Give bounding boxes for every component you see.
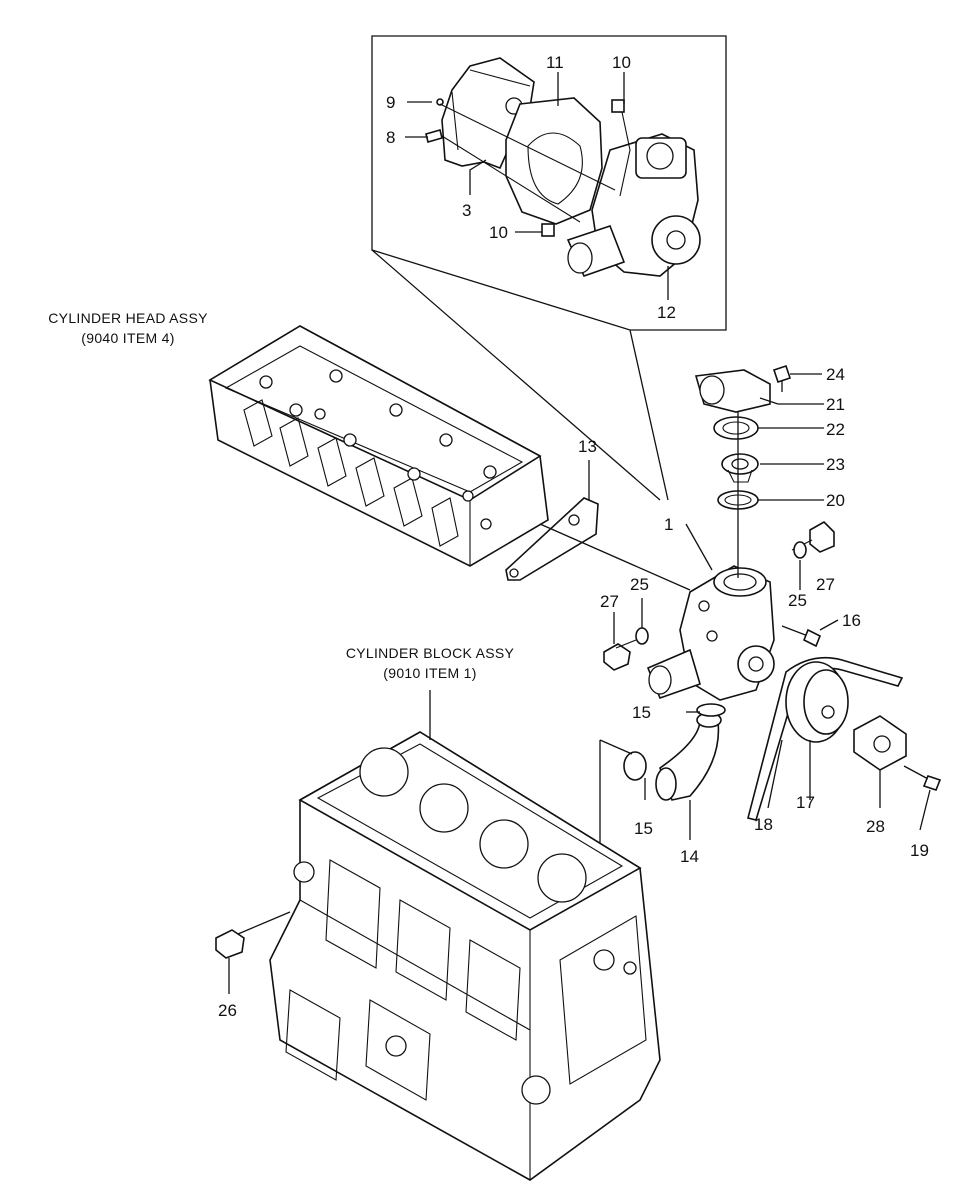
callout-3: 3 bbox=[462, 201, 471, 220]
callout-26: 26 bbox=[218, 1001, 237, 1020]
callout-22: 22 bbox=[826, 420, 845, 439]
callout-13: 13 bbox=[578, 437, 597, 456]
callout-11: 11 bbox=[546, 53, 564, 72]
callout-20: 20 bbox=[826, 491, 845, 510]
fan-pulley-part bbox=[785, 661, 849, 743]
cylinder-head-title: CYLINDER HEAD ASSY bbox=[48, 310, 208, 326]
thermostat-part bbox=[721, 453, 759, 483]
callout-24: 24 bbox=[826, 365, 845, 384]
cylinder-head-part bbox=[208, 325, 549, 567]
callout-23: 23 bbox=[826, 455, 845, 474]
callout-25-right: 25 bbox=[788, 591, 807, 610]
callout-28: 28 bbox=[866, 817, 885, 836]
water-hose-part bbox=[655, 712, 722, 801]
callout-1: 1 bbox=[664, 515, 673, 534]
callout-17: 17 bbox=[796, 793, 815, 812]
spacer-part bbox=[853, 715, 907, 771]
callout-14: 14 bbox=[680, 847, 699, 866]
cylinder-block-part bbox=[269, 731, 661, 1181]
callout-8: 8 bbox=[386, 128, 395, 147]
callout-12: 12 bbox=[657, 303, 676, 322]
cylinder-block-title: CYLINDER BLOCK ASSY bbox=[346, 645, 515, 661]
nut-10-upper-part bbox=[611, 99, 625, 113]
o-ring-15-upper-part bbox=[696, 703, 726, 717]
thermostat-cover-part bbox=[694, 369, 771, 413]
callout-15-upper: 15 bbox=[632, 703, 651, 722]
bolt-16-part bbox=[781, 625, 822, 648]
callout-10-upper: 10 bbox=[612, 53, 631, 72]
callout-21: 21 bbox=[826, 395, 845, 414]
bolt-19-part bbox=[903, 765, 942, 791]
cover-gasket-part bbox=[713, 416, 759, 440]
callout-18: 18 bbox=[754, 815, 773, 834]
callout-25-left: 25 bbox=[630, 575, 649, 594]
callout-27-left: 27 bbox=[600, 592, 619, 611]
cylinder-head-ref: (9040 ITEM 4) bbox=[81, 330, 174, 346]
drain-plug-part bbox=[215, 911, 291, 959]
callout-10-lower: 10 bbox=[489, 223, 508, 242]
callout-9: 9 bbox=[386, 93, 395, 112]
water-pump-part bbox=[566, 133, 701, 277]
bolt-9-part bbox=[436, 98, 444, 106]
pump-housing-assembly-part bbox=[646, 565, 775, 701]
bolt-8-part bbox=[425, 129, 443, 143]
bolt-27-upper-part bbox=[791, 521, 835, 553]
bolt-24-part bbox=[772, 364, 792, 392]
cylinder-block-ref: (9010 ITEM 1) bbox=[383, 665, 476, 681]
bolt-27-lower-part bbox=[603, 639, 637, 671]
pump-gasket-part bbox=[505, 97, 603, 225]
detail-inset bbox=[371, 35, 727, 501]
callout-15-lower: 15 bbox=[634, 819, 653, 838]
washer-25-upper-part bbox=[793, 541, 807, 559]
callout-16: 16 bbox=[842, 611, 861, 630]
callout-19: 19 bbox=[910, 841, 929, 860]
callout-27-right: 27 bbox=[816, 575, 835, 594]
washer-25-lower-part bbox=[635, 627, 649, 645]
nut-10-lower-part bbox=[541, 223, 555, 237]
o-ring-15-lower-part bbox=[623, 751, 647, 781]
